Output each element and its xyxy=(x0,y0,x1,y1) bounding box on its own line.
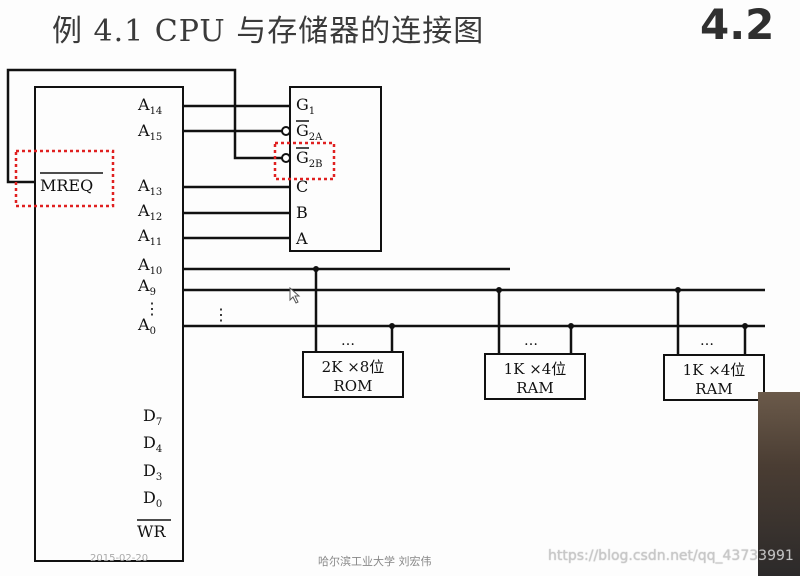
inverter-bubble-g2b xyxy=(281,153,291,163)
chip-ram2-line1: 1K ×4位 xyxy=(683,361,746,379)
pin-wr: WR xyxy=(137,522,166,541)
rom-bus-dots: … xyxy=(341,333,355,349)
chip-rom xyxy=(302,351,404,398)
ram2-bus-dots: … xyxy=(700,333,714,349)
mreq-loop-wire xyxy=(6,68,284,184)
chip-ram2-line2: RAM xyxy=(695,380,733,398)
pin-a12: A12 xyxy=(137,201,162,223)
pin-d0: D0 xyxy=(143,488,162,510)
watermark-url: https://blog.csdn.net/qq_43733991 xyxy=(548,548,794,564)
video-thumbnail xyxy=(758,392,800,576)
chip-rom-line2: ROM xyxy=(334,377,373,395)
ram1-bus-dots: … xyxy=(524,333,538,349)
pin-a15: A15 xyxy=(137,121,162,143)
dec-a: A xyxy=(295,229,308,248)
chip-ram1-line1: 1K ×4位 xyxy=(504,360,567,378)
section-badge: 4.2 xyxy=(700,0,775,49)
slide-date: 2015-02-20 xyxy=(90,553,149,564)
inverter-bubble-g2a xyxy=(281,126,291,136)
pin-a11: A11 xyxy=(137,226,162,248)
pin-d7: D7 xyxy=(143,406,162,428)
chip-ram-1 xyxy=(484,353,586,400)
dec-g2a: G2A xyxy=(296,121,323,143)
pin-a13: A13 xyxy=(137,176,162,198)
slide-title: 例 4.1 CPU 与存储器的连接图 xyxy=(52,14,485,49)
mouse-cursor-icon xyxy=(289,286,301,304)
decoder-block xyxy=(289,86,382,252)
bus-dots-vertical: ⋮ xyxy=(213,305,229,324)
chip-ram1-line2: RAM xyxy=(516,379,554,397)
pin-a10: A10 xyxy=(137,255,162,277)
chip-rom-line1: 2K ×8位 xyxy=(322,358,385,376)
pin-mreq: MREQ xyxy=(40,176,93,195)
dec-g1: G1 xyxy=(296,95,315,117)
pin-dots: ⋮ xyxy=(144,299,160,318)
pin-a9: A9 xyxy=(137,276,156,298)
chip-ram-2 xyxy=(663,354,765,401)
mreq-highlight xyxy=(14,149,115,208)
pin-d4: D4 xyxy=(143,433,162,455)
dec-b: B xyxy=(296,203,308,222)
pin-d3: D3 xyxy=(143,461,162,483)
pin-a14: A14 xyxy=(137,95,162,117)
pin-a0: A0 xyxy=(137,315,156,337)
dec-c: C xyxy=(296,177,308,196)
slide-footer: 哈尔滨工业大学 刘宏伟 xyxy=(318,555,432,568)
dec-g2b: G2B xyxy=(296,148,323,170)
cpu-block xyxy=(34,86,184,562)
